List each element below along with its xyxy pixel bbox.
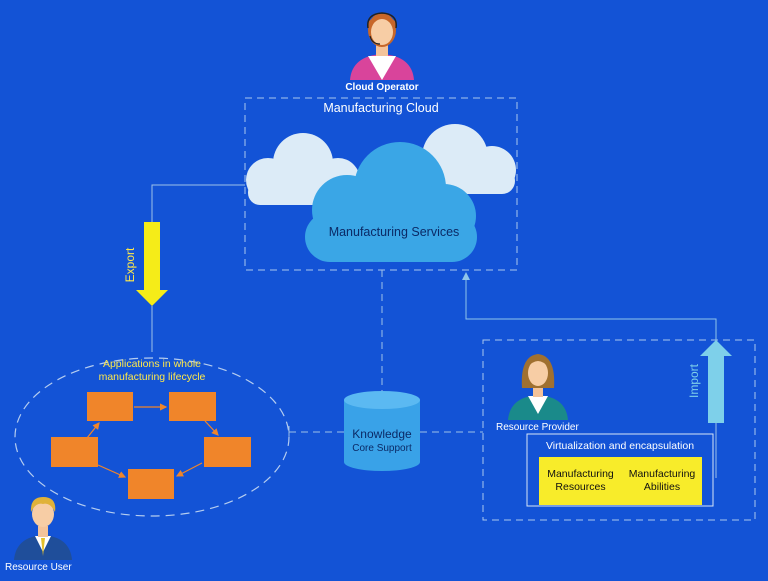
cloud-operator-label: Cloud Operator (345, 82, 419, 93)
export-label: Export (123, 247, 137, 283)
import-arrow-icon (700, 340, 732, 423)
resource-provider-avatar-icon (508, 354, 568, 420)
cloud-operator-avatar-icon (350, 12, 414, 80)
resource-user-avatar-icon (14, 497, 72, 560)
manufacturing-resources-line2: Resources (555, 481, 606, 493)
process-arrow (175, 462, 203, 477)
manufacturing-resources-label: Manufacturing Resources (539, 462, 622, 500)
manufacturing-abilities-line1: Manufacturing (628, 468, 696, 480)
applications-label-line2: manufacturing lifecycle (98, 371, 206, 383)
core-support-label: Core Support (352, 443, 412, 454)
process-arrow (86, 422, 100, 439)
manufacturing-resources-line1: Manufacturing (547, 468, 614, 480)
knowledge-database-icon (344, 391, 420, 471)
manufacturing-services-cloud-icon (305, 142, 477, 262)
resource-provider-label: Resource Provider (496, 422, 579, 433)
process-arrow (97, 464, 127, 478)
manufacturing-abilities-box (622, 457, 702, 505)
knowledge-label: Knowledge (352, 427, 412, 441)
process-box-4 (128, 469, 174, 499)
import-label: Import (687, 364, 701, 399)
process-box-5 (51, 437, 98, 467)
manufacturing-cloud-title: Manufacturing Cloud (323, 101, 439, 115)
manufacturing-cloud-frame (244, 97, 518, 271)
manufacturing-services-label: Manufacturing Services (328, 225, 460, 239)
manufacturing-abilities-line2: Abilities (643, 481, 681, 493)
process-arrow (204, 420, 219, 436)
applications-lifecycle-ellipse (14, 357, 290, 517)
resource-provider-frame (482, 339, 756, 521)
resource-user-label: Resource User (5, 562, 72, 573)
virtualization-label: Virtualization and encapsulation (545, 440, 695, 452)
process-box-3 (204, 437, 251, 467)
applications-label-line1: Applications in whole (102, 358, 202, 370)
export-arrow-icon (136, 222, 168, 306)
manufacturing-resources-box (539, 457, 622, 505)
export-connector (151, 184, 245, 222)
virtualization-box (526, 433, 714, 507)
process-box-1 (87, 392, 133, 421)
manufacturing-abilities-label: Manufacturing Abilities (622, 462, 702, 500)
import-connector (462, 272, 717, 340)
process-box-2 (169, 392, 216, 421)
